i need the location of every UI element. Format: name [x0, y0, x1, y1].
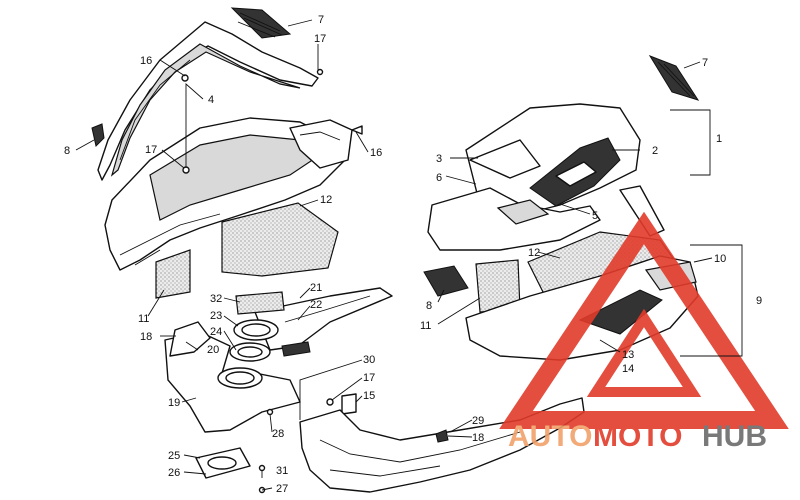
bracket-18-left	[169, 321, 211, 357]
gasket-25	[195, 447, 251, 479]
callout-5: 5	[592, 210, 598, 222]
callout-12: 12	[528, 247, 540, 259]
console-hood	[97, 21, 319, 181]
callout-29: 29	[472, 415, 484, 427]
callout-26: 26	[168, 467, 180, 479]
callout-30: 30	[363, 354, 375, 366]
callout-7: 7	[318, 14, 324, 26]
callout-4: 4	[208, 94, 214, 106]
clip-15	[341, 393, 357, 415]
vent-grille-8-right	[423, 265, 469, 297]
callout-28: 28	[272, 428, 284, 440]
screw-31	[258, 464, 266, 472]
watermark-triangle	[499, 211, 789, 429]
vent-grille-right	[648, 55, 700, 101]
callout-10: 10	[714, 253, 726, 265]
watermark-inner-triangle	[586, 308, 702, 397]
callout-labels: 7 17 16 4 8 17 16 12 11 18 32 23 24 20 2…	[64, 14, 762, 495]
callout-31: 31	[276, 465, 288, 477]
dash-panel-lower	[164, 331, 301, 433]
callout-27: 27	[276, 483, 288, 495]
lower-console-body	[104, 117, 353, 271]
callout-16: 16	[140, 55, 152, 67]
vent-grille-top	[230, 7, 292, 39]
callout-19: 19	[168, 397, 180, 409]
side-grip-left	[91, 123, 105, 147]
screw-16b	[351, 125, 363, 135]
screw-16a	[181, 74, 189, 82]
callout-18: 18	[472, 432, 484, 444]
foam-pad-12-left	[221, 202, 339, 277]
callout-3: 3	[436, 153, 442, 165]
callout-17: 17	[145, 144, 157, 156]
callout-6: 6	[436, 172, 442, 184]
watermark-moto: MOTO	[593, 420, 682, 453]
callout-16: 16	[370, 147, 382, 159]
callout-17: 17	[363, 372, 375, 384]
callout-1: 1	[716, 133, 722, 145]
callout-18: 18	[140, 331, 152, 343]
watermark-logo: AUTO MOTO HUB	[499, 211, 789, 453]
leader-lines	[75, 19, 743, 491]
callout-14: 14	[622, 363, 634, 375]
watermark-auto: AUTO	[508, 420, 592, 453]
callout-17: 17	[314, 33, 326, 45]
callout-15: 15	[363, 390, 375, 402]
pad-32	[235, 291, 285, 315]
upper-hood-right	[465, 103, 641, 216]
callout-8: 8	[426, 300, 432, 312]
screw-28	[266, 408, 274, 416]
callout-7: 7	[702, 57, 708, 69]
callout-23: 23	[210, 310, 222, 322]
callout-11: 11	[420, 320, 431, 332]
callout-24: 24	[210, 326, 222, 338]
callout-11: 11	[138, 313, 149, 325]
callout-20: 20	[207, 344, 219, 356]
callout-25: 25	[168, 450, 180, 462]
screw-17a	[316, 68, 324, 76]
gauge-rings	[229, 319, 279, 362]
callout-9: 9	[756, 295, 762, 307]
callout-12: 12	[320, 194, 332, 206]
callout-2: 2	[652, 145, 658, 157]
hood-skirt-right	[427, 187, 601, 251]
callout-32: 32	[210, 293, 222, 305]
screw-17c	[326, 398, 334, 406]
watermark-hub: HUB	[702, 420, 767, 453]
foam-block-11-left	[155, 249, 191, 299]
callout-8: 8	[64, 145, 70, 157]
gauge-bracket	[254, 287, 393, 357]
callout-21: 21	[310, 282, 322, 294]
callout-22: 22	[310, 299, 322, 311]
callout-13: 13	[622, 349, 634, 361]
